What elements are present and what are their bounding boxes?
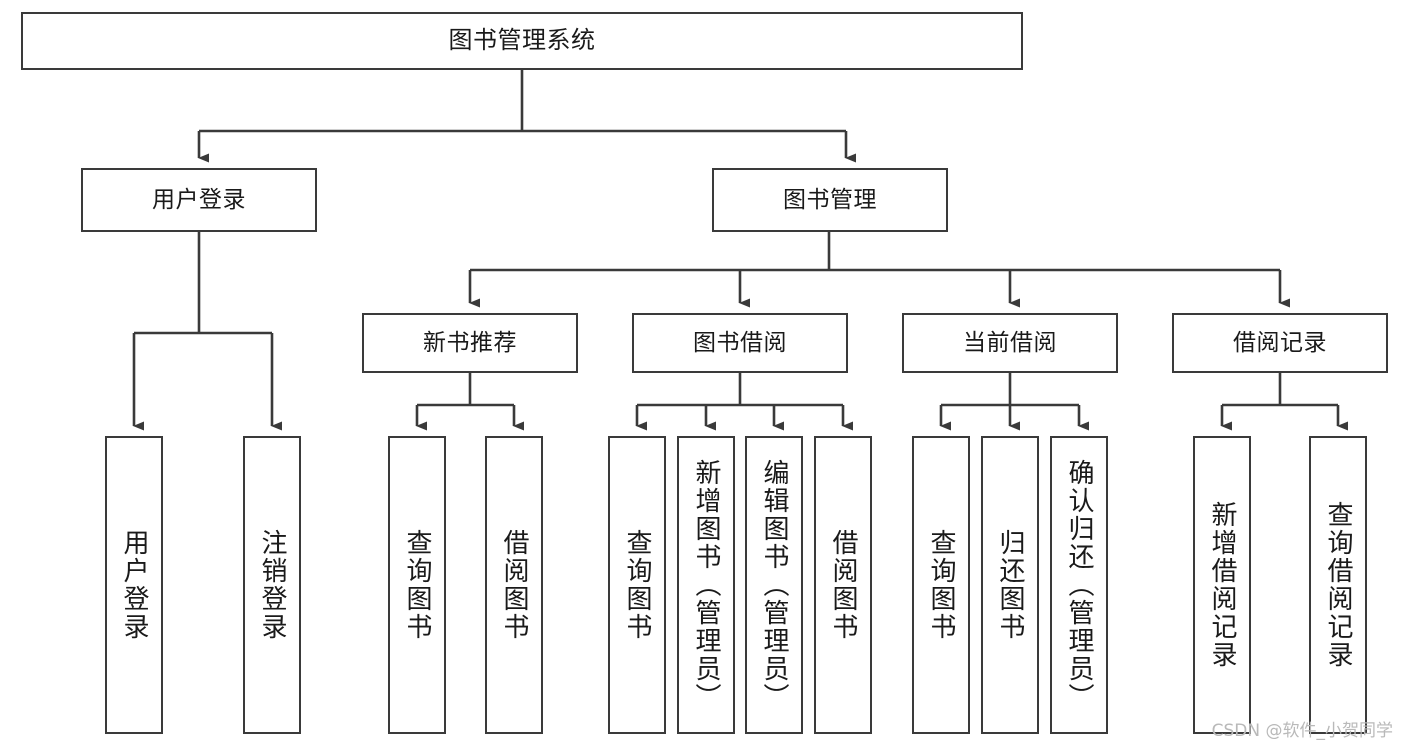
node-label: 用户登录 xyxy=(119,529,150,641)
node-label: 借阅图书 xyxy=(828,529,859,641)
node-label: 图书管理 xyxy=(783,186,877,213)
node-leaf-newbook-borrow-books[interactable]: 借阅图书 xyxy=(485,436,543,734)
node-label: 当前借阅 xyxy=(963,329,1057,356)
node-label: 查询借阅记录 xyxy=(1323,501,1354,669)
node-label: 编辑图书（管理员） xyxy=(759,459,790,711)
node-label: 查询图书 xyxy=(926,529,957,641)
node-book-management[interactable]: 图书管理 xyxy=(712,168,948,232)
csdn-watermark: CSDN @软件_小贺同学 xyxy=(1211,721,1393,741)
node-new-book-recommendation[interactable]: 新书推荐 xyxy=(362,313,578,373)
node-label: 用户登录 xyxy=(152,186,246,213)
node-leaf-borrowrecord-add-record[interactable]: 新增借阅记录 xyxy=(1193,436,1251,734)
node-leaf-user-login-signin[interactable]: 用户登录 xyxy=(105,436,163,734)
node-book-borrowing[interactable]: 图书借阅 xyxy=(632,313,848,373)
node-label: 图书借阅 xyxy=(693,329,787,356)
node-leaf-currentborrow-query-books[interactable]: 查询图书 xyxy=(912,436,970,734)
node-root-book-management-system[interactable]: 图书管理系统 xyxy=(21,12,1023,70)
node-label: 查询图书 xyxy=(402,529,433,641)
node-label: 借阅记录 xyxy=(1233,329,1327,356)
node-current-borrowing[interactable]: 当前借阅 xyxy=(902,313,1118,373)
node-label: 图书管理系统 xyxy=(448,26,596,55)
node-label: 新增借阅记录 xyxy=(1207,501,1238,669)
node-leaf-user-login-signout[interactable]: 注销登录 xyxy=(243,436,301,734)
node-label: 确认归还（管理员） xyxy=(1064,459,1095,711)
node-label: 借阅图书 xyxy=(499,529,530,641)
node-leaf-borrowrecord-query-record[interactable]: 查询借阅记录 xyxy=(1309,436,1367,734)
node-leaf-bookborrow-edit-book-admin[interactable]: 编辑图书（管理员） xyxy=(745,436,803,734)
node-label: 新增图书（管理员） xyxy=(691,459,722,711)
node-leaf-bookborrow-borrow-books[interactable]: 借阅图书 xyxy=(814,436,872,734)
node-user-login[interactable]: 用户登录 xyxy=(81,168,317,232)
node-label: 归还图书 xyxy=(995,529,1026,641)
node-leaf-currentborrow-return-books[interactable]: 归还图书 xyxy=(981,436,1039,734)
node-label: 注销登录 xyxy=(257,529,288,641)
node-leaf-bookborrow-add-book-admin[interactable]: 新增图书（管理员） xyxy=(677,436,735,734)
node-leaf-bookborrow-query-books[interactable]: 查询图书 xyxy=(608,436,666,734)
node-borrowing-records[interactable]: 借阅记录 xyxy=(1172,313,1388,373)
node-label: 新书推荐 xyxy=(423,329,517,356)
node-leaf-newbook-query-books[interactable]: 查询图书 xyxy=(388,436,446,734)
node-label: 查询图书 xyxy=(622,529,653,641)
node-leaf-currentborrow-confirm-return-admin[interactable]: 确认归还（管理员） xyxy=(1050,436,1108,734)
